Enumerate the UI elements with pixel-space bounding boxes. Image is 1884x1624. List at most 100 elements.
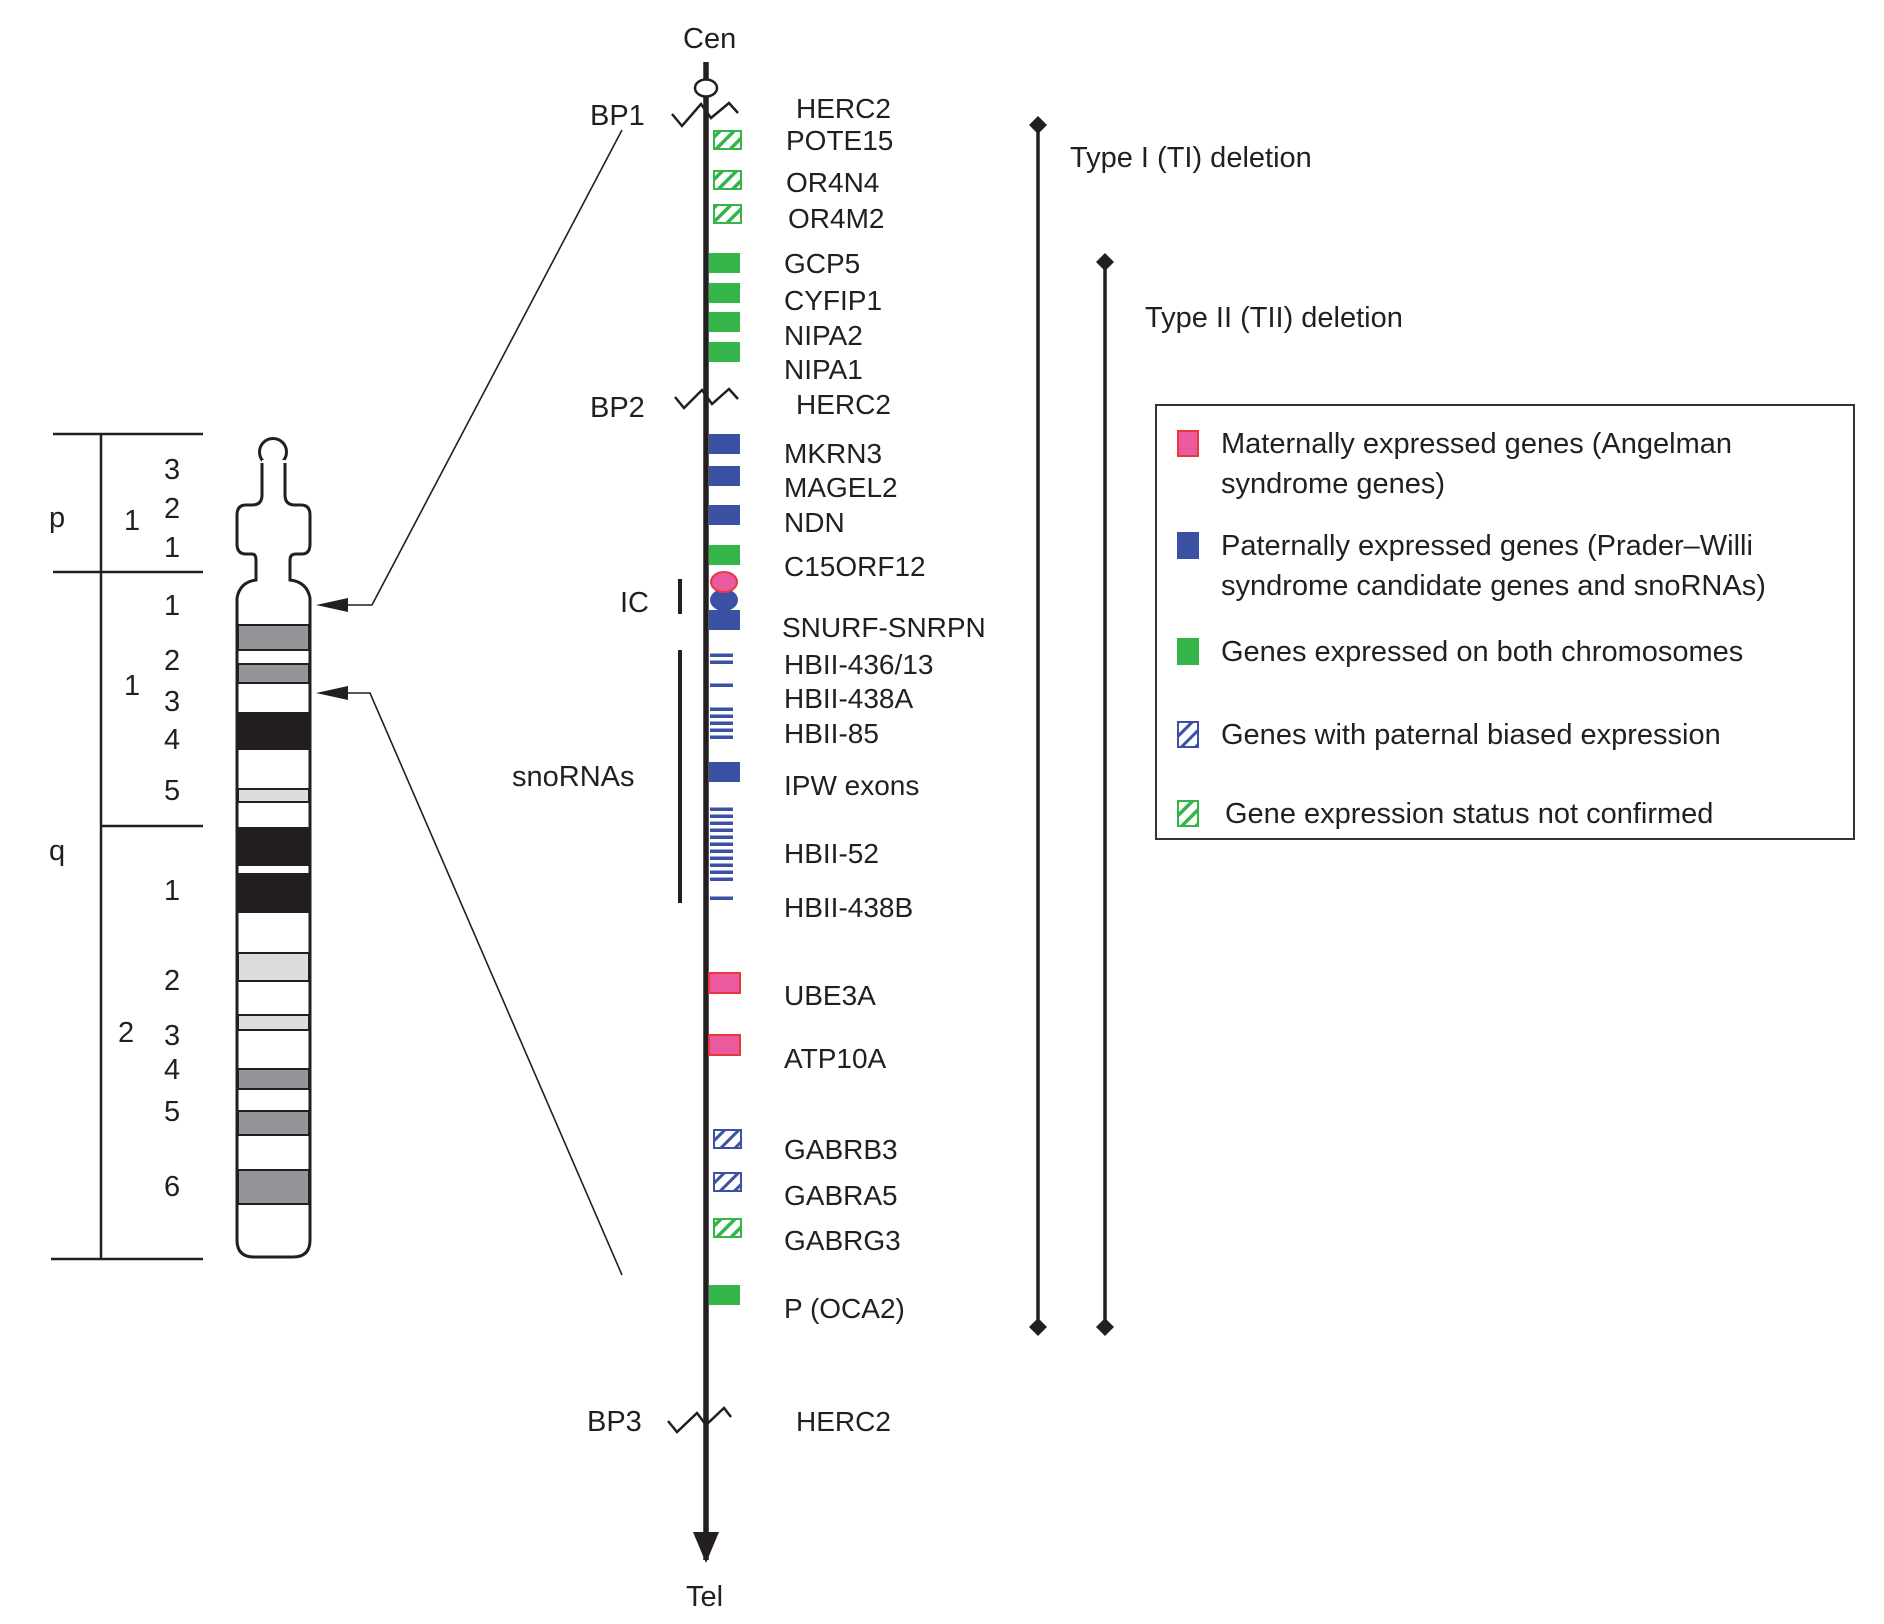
snorna-line <box>710 896 733 900</box>
gene-label: UBE3A <box>784 980 876 1011</box>
band-label: 2 <box>164 493 180 525</box>
gene-box <box>709 762 740 782</box>
gene-label: NIPA2 <box>784 320 863 351</box>
unconfirmed-swatch-icon <box>1177 800 1199 827</box>
snorna-line <box>710 863 733 867</box>
breakpoint-bp2: BP2 HERC2 <box>590 387 891 424</box>
chromosome-axis: Cen Tel <box>683 23 736 1613</box>
band-label: 1 <box>164 875 180 907</box>
gene-label: HBII-52 <box>784 838 879 869</box>
chromosome-band <box>237 827 310 866</box>
paternal-biased-swatch-icon <box>1177 721 1199 748</box>
chromosome-band <box>237 712 310 750</box>
gene-mark <box>709 1285 740 1305</box>
gene-label: HBII-438A <box>784 683 913 714</box>
gene-mark <box>713 170 742 190</box>
gene-box <box>709 466 740 486</box>
arrowhead-icon <box>316 598 348 612</box>
gene-box <box>709 253 740 273</box>
band-label: 2 <box>164 965 180 997</box>
gene-box <box>709 434 740 454</box>
gene-mark <box>709 571 740 630</box>
snorna-line <box>710 683 733 687</box>
diamond-icon <box>1029 116 1047 134</box>
legend-item-paternal-biased: Genes with paternal biased expression <box>1177 715 1721 755</box>
gene-mark <box>710 807 733 881</box>
breakpoints: BP1 HERC2 BP2 HERC2 BP3 HERC2 <box>587 93 891 1438</box>
paternal-swatch-icon <box>1177 532 1199 559</box>
gene-label: OR4M2 <box>788 203 884 234</box>
snorna-line <box>710 828 733 832</box>
gene-box <box>709 283 740 303</box>
gene-mark <box>710 653 733 664</box>
chromosome-band <box>237 788 310 803</box>
deletion-label: Type I (TI) deletion <box>1070 142 1312 174</box>
chromosome-outline <box>235 476 312 1259</box>
band-label: 3 <box>164 1020 180 1052</box>
gene-label: OR4N4 <box>786 167 879 198</box>
snorna-label: snoRNAs <box>512 761 635 793</box>
breakpoint-zigzag-icon <box>667 1406 732 1434</box>
gene-label: NIPA1 <box>784 354 863 385</box>
gene-box <box>708 1034 741 1056</box>
both-swatch-icon <box>1177 638 1199 665</box>
gene-box <box>709 505 740 525</box>
arm-label-q: q <box>49 835 65 867</box>
snorna-line <box>710 842 733 846</box>
gene-label: GABRA5 <box>784 1180 898 1211</box>
gene-label: GABRB3 <box>784 1134 898 1165</box>
gene-label: MAGEL2 <box>784 472 898 503</box>
gene-marks <box>708 130 742 1305</box>
band-label: 5 <box>164 775 180 807</box>
gene-label: ATP10A <box>784 1043 887 1074</box>
gene-box <box>708 972 741 994</box>
snorna-line <box>710 714 733 718</box>
gene-mark <box>709 283 740 303</box>
band-label: 4 <box>164 724 180 756</box>
zoom-line-top <box>335 129 623 606</box>
ic-label: IC <box>620 587 649 619</box>
arrowhead-icon <box>316 686 348 700</box>
legend: Maternally expressed genes (Angelman syn… <box>1155 404 1855 840</box>
gene-box <box>713 1172 742 1192</box>
band-label: 5 <box>164 1096 180 1128</box>
gene-label: HBII-436/13 <box>784 649 933 680</box>
arm-label-p: p <box>49 502 65 534</box>
gene-label: HBII-438B <box>784 892 913 923</box>
deletion-label: Type II (TII) deletion <box>1145 302 1403 334</box>
gene-label: MKRN3 <box>784 438 882 469</box>
chromosome-band <box>237 663 310 684</box>
gene-mark <box>713 204 742 224</box>
snorna-line <box>710 870 733 874</box>
snorna-line <box>710 707 733 711</box>
band-label: 1 <box>164 590 180 622</box>
band-label: 3 <box>164 454 180 486</box>
gene-mark <box>709 342 740 362</box>
gene-label: GABRG3 <box>784 1225 901 1256</box>
breakpoint-label: BP1 <box>590 100 645 132</box>
gene-mark <box>709 505 740 525</box>
breakpoint-label: BP3 <box>587 1406 642 1438</box>
gene-box <box>709 610 740 630</box>
gene-mark <box>713 1129 742 1149</box>
gene-mark <box>709 762 740 782</box>
gene-mark <box>710 683 733 687</box>
centromere-icon <box>693 78 719 98</box>
deletion-type-2: Type II (TII) deletion <box>1096 253 1403 1336</box>
centromere-label: Cen <box>683 23 736 55</box>
chromosome-band <box>237 1014 310 1031</box>
telomere-label: Tel <box>686 1581 723 1613</box>
region-label-q1: 1 <box>124 670 140 702</box>
legend-item-paternal: Paternally expressed genes (Prader–Willi… <box>1177 526 1766 606</box>
snorna-line <box>710 807 733 811</box>
gene-box <box>709 545 740 565</box>
gene-box <box>713 204 742 224</box>
gene-label: POTE15 <box>786 125 893 156</box>
chromosome-ideogram <box>235 437 312 1259</box>
breakpoint-zigzag-icon <box>671 101 739 128</box>
diamond-icon <box>1029 1318 1047 1336</box>
band-label: 6 <box>164 1171 180 1203</box>
gene-box <box>713 1218 742 1238</box>
gene-mark <box>713 130 742 150</box>
gene-box <box>709 312 740 332</box>
